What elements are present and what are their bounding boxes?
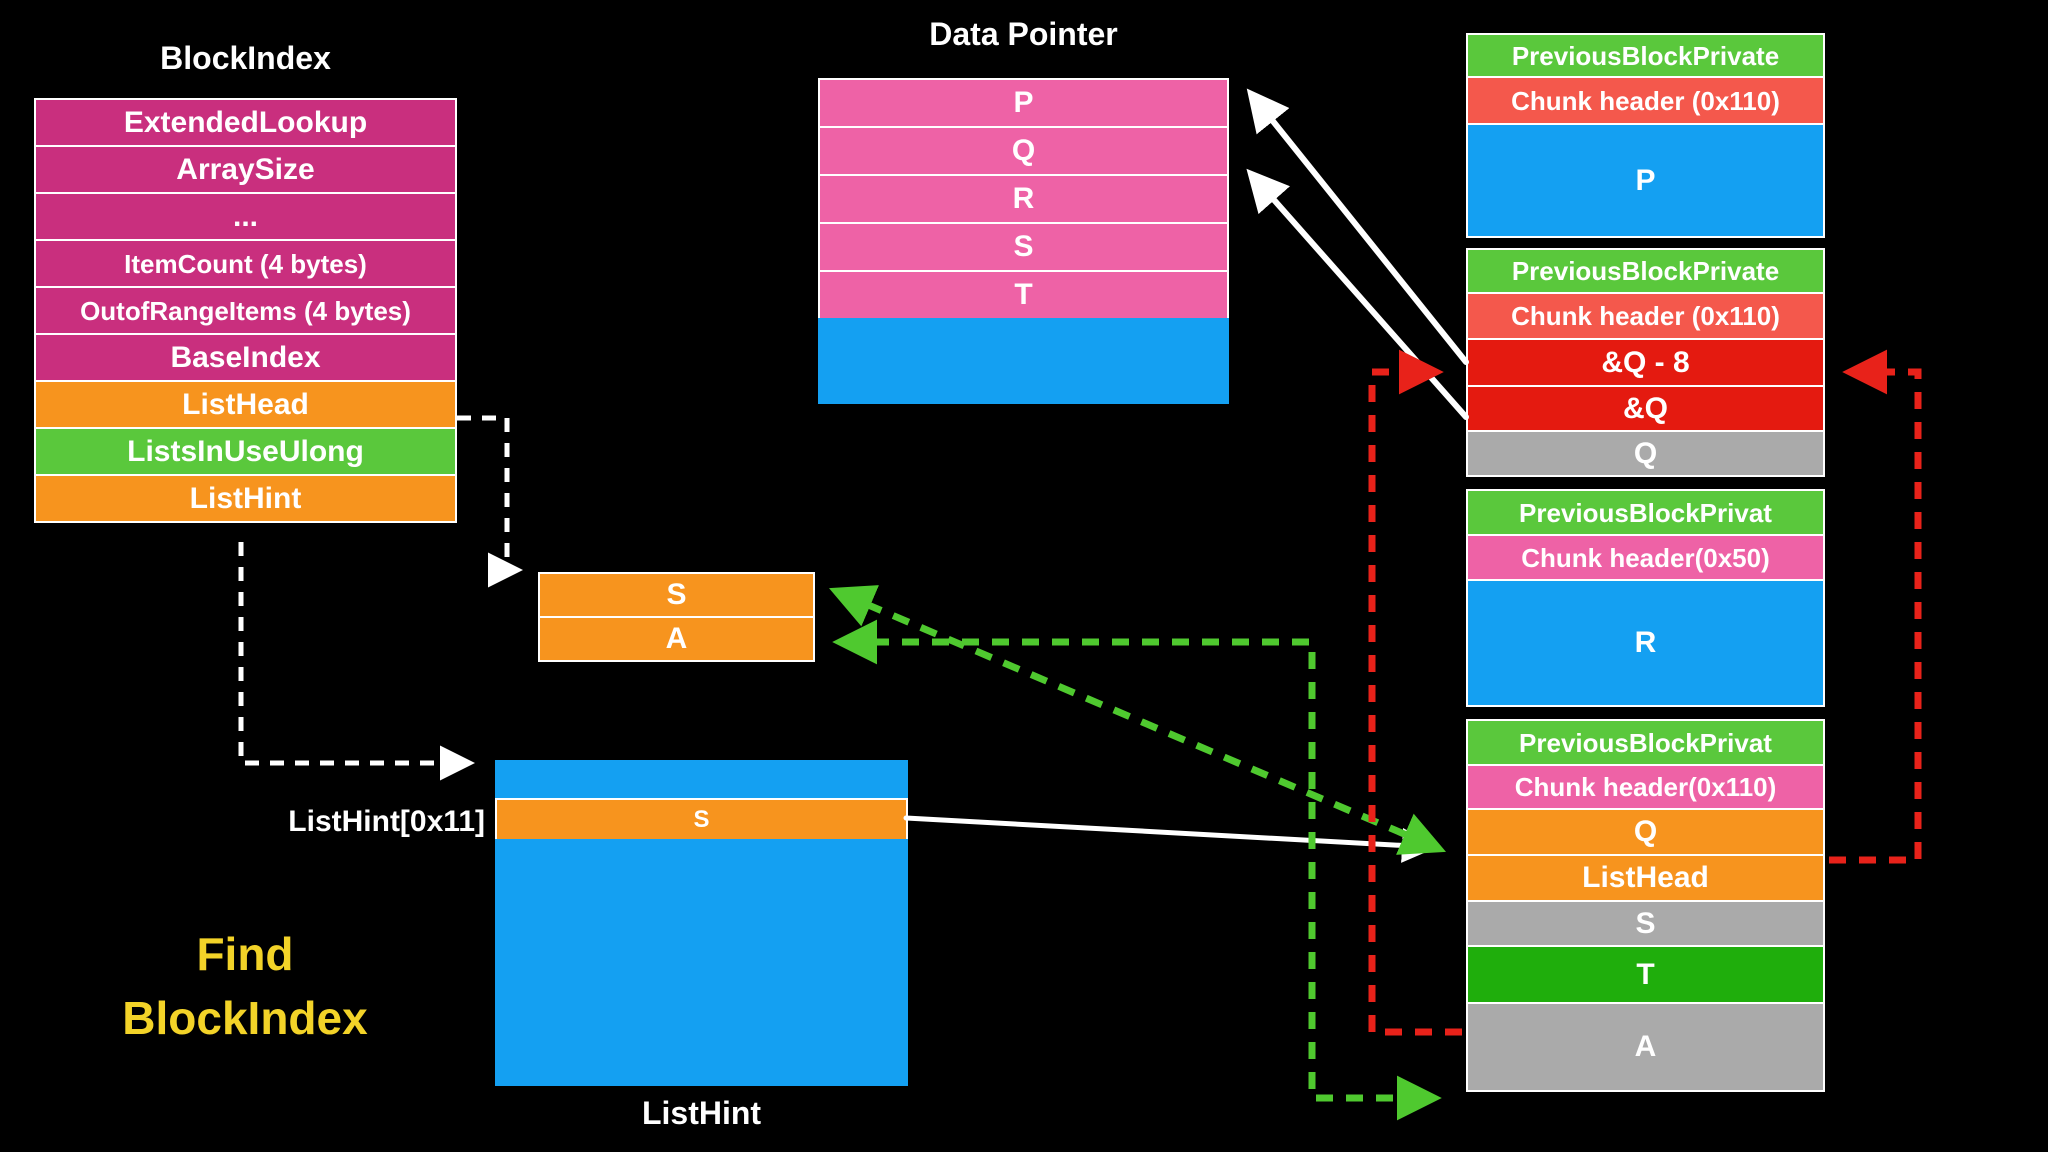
heap-chunk-r: PreviousBlockPrivat Chunk header(0x50) R <box>1466 489 1825 707</box>
arrow-q-to-datapointer-q <box>1246 168 1469 420</box>
blockindex-title: BlockIndex <box>160 40 331 76</box>
chunk-s-body: S <box>1466 900 1825 947</box>
heap-column: PreviousBlockPrivate Chunk header (0x110… <box>1466 33 1825 1092</box>
chunk-s-listhead-entry: ListHead <box>1466 854 1825 902</box>
chunk-s-previousblockprivat: PreviousBlockPrivat <box>1466 719 1825 766</box>
datapointer-row-p: P <box>818 78 1229 128</box>
listhint-index-label: ListHint[0x11] <box>288 805 485 838</box>
blockindex-row-listhead: ListHead <box>34 380 457 429</box>
listhint-top-strip <box>495 760 908 800</box>
blockindex-row-extendedlookup: ExtendedLookup <box>34 98 457 147</box>
blockindex-row-arraysize: ArraySize <box>34 145 457 194</box>
chunk-s-header: Chunk header(0x110) <box>1466 764 1825 810</box>
arrow-green-freelist-a-chunk-a <box>832 619 1442 1121</box>
listhint-slot-row: S <box>495 798 908 841</box>
arrow-green-freelist-s-chunk-q <box>828 585 1447 855</box>
blockindex-row-listsinuseulong: ListsInUseUlong <box>34 427 457 476</box>
find-caption-line1: Find <box>196 928 294 980</box>
arrow-qminus8-to-datapointer-p <box>1246 88 1469 365</box>
chunk-q-addr-minus-8: &Q - 8 <box>1466 338 1825 387</box>
chunk-r-body: R <box>1466 579 1825 707</box>
listhint-caption: ListHint <box>641 1095 762 1131</box>
datapointer-row-q: Q <box>818 126 1229 176</box>
blockindex-row-baseindex: BaseIndex <box>34 333 457 382</box>
blockindex-table: ExtendedLookup ArraySize ... ItemCount (… <box>34 98 457 523</box>
arrow-red-chunk-a-to-qminus8-left <box>1368 349 1462 1036</box>
datapointer-table: P Q R S T <box>818 78 1229 404</box>
chunk-s-q-entry: Q <box>1466 808 1825 856</box>
datapointer-row-s: S <box>818 222 1229 272</box>
blockindex-row-outofrangeitems: OutofRangeItems (4 bytes) <box>34 286 457 335</box>
freelist-table: S A <box>538 572 815 662</box>
blockindex-row-listhint: ListHint <box>34 474 457 523</box>
arrow-listhint-slot-to-chunk-q <box>903 815 1437 863</box>
chunk-p-previousblockprivate: PreviousBlockPrivate <box>1466 33 1825 78</box>
chunk-t-body: T <box>1466 945 1825 1004</box>
heap-chunk-s: PreviousBlockPrivat Chunk header(0x110) … <box>1466 719 1825 1092</box>
chunk-p-body: P <box>1466 123 1825 238</box>
freelist-row-s: S <box>538 572 815 618</box>
listhint-body <box>495 839 908 1086</box>
find-blockindex-caption: Find BlockIndex <box>40 922 450 1050</box>
find-caption-line2: BlockIndex <box>122 992 368 1044</box>
datapointer-row-t: T <box>818 270 1229 320</box>
chunk-r-header: Chunk header(0x50) <box>1466 534 1825 581</box>
chunk-q-header: Chunk header (0x110) <box>1466 292 1825 340</box>
datapointer-row-r: R <box>818 174 1229 224</box>
chunk-r-previousblockprivat: PreviousBlockPrivat <box>1466 489 1825 536</box>
chunk-q-body: Q <box>1466 430 1825 477</box>
blockindex-row-itemcount: ItemCount (4 bytes) <box>34 239 457 288</box>
arrow-listhint-to-listhintblock <box>238 542 476 781</box>
chunk-a-body: A <box>1466 1002 1825 1092</box>
heap-chunk-q: PreviousBlockPrivate Chunk header (0x110… <box>1466 248 1825 477</box>
arrow-red-chunk-q-to-qminus8-right <box>1829 349 1922 864</box>
datapointer-row-empty <box>818 318 1229 404</box>
heap-chunk-p: PreviousBlockPrivate Chunk header (0x110… <box>1466 33 1825 238</box>
arrow-listhead-to-freelist <box>457 415 524 588</box>
chunk-q-addr: &Q <box>1466 385 1825 432</box>
listhint-block: S <box>495 760 908 1086</box>
blockindex-row-ellipsis: ... <box>34 192 457 241</box>
freelist-row-a: A <box>538 616 815 662</box>
chunk-p-header: Chunk header (0x110) <box>1466 76 1825 125</box>
chunk-q-previousblockprivate: PreviousBlockPrivate <box>1466 248 1825 294</box>
datapointer-title: Data Pointer <box>929 16 1118 52</box>
